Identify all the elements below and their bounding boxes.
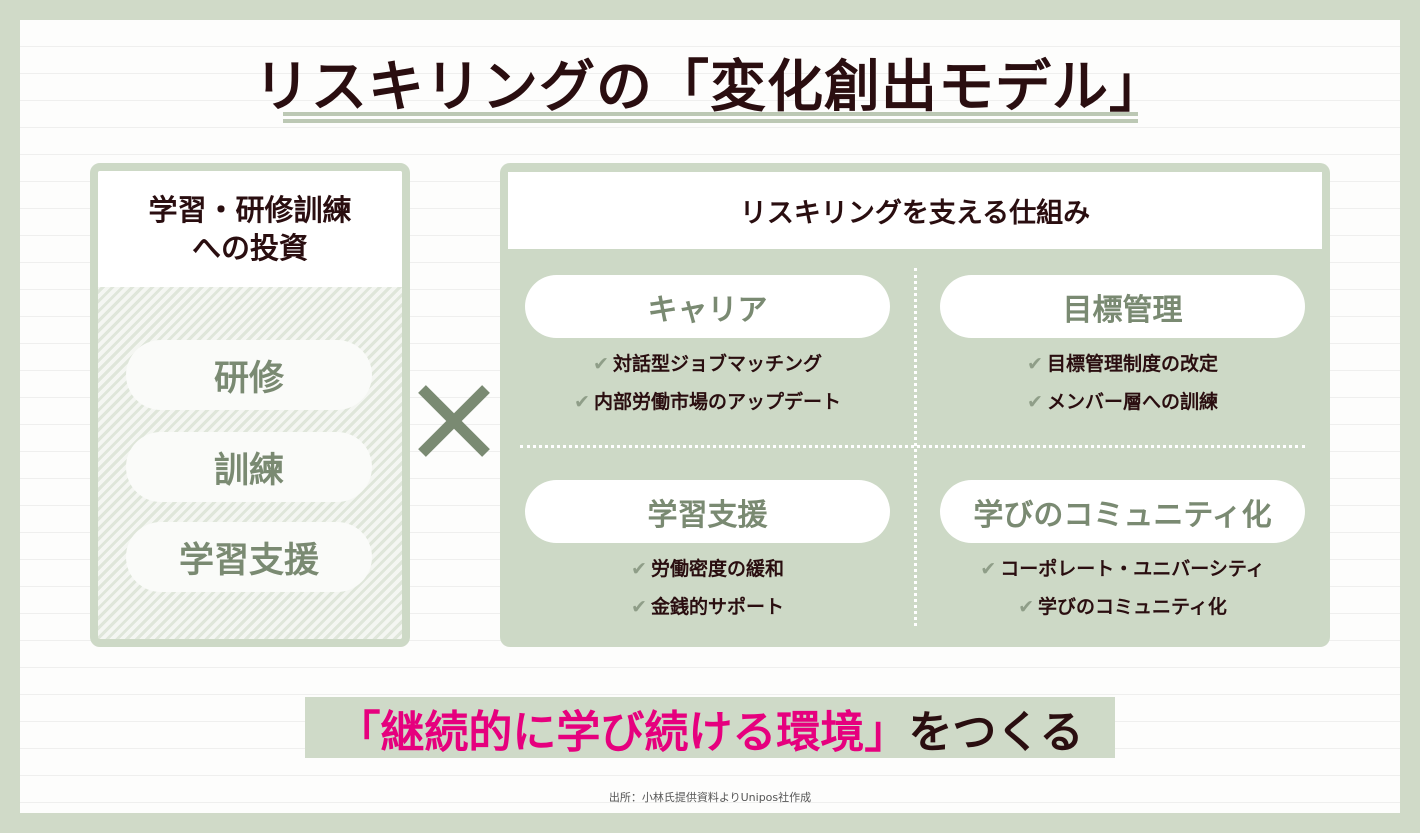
banner-highlight: 「継続的に学び続ける環境」 bbox=[336, 706, 909, 758]
quadrant-label: 学びのコミュニティ化 bbox=[940, 480, 1305, 543]
multiply-icon bbox=[418, 385, 490, 457]
list-item: ✔労働密度の緩和 bbox=[525, 550, 890, 588]
list-item: ✔対話型ジョブマッチング bbox=[525, 345, 890, 383]
source-note: 出所：小林氏提供資料よりUnipos社作成 bbox=[608, 791, 812, 804]
quadrant-label: 目標管理 bbox=[940, 275, 1305, 338]
item-text: 学びのコミュニティ化 bbox=[1038, 596, 1227, 618]
quadrant-items: ✔コーポレート・ユニバーシティ ✔学びのコミュニティ化 bbox=[940, 550, 1305, 626]
quadrant-items: ✔労働密度の緩和 ✔金銭的サポート bbox=[525, 550, 890, 626]
quadrant-items: ✔目標管理制度の改定 ✔メンバー層への訓練 bbox=[940, 345, 1305, 421]
title-underline bbox=[283, 112, 1138, 116]
investment-item: 訓練 bbox=[126, 432, 372, 502]
item-text: 内部労働市場のアップデート bbox=[593, 391, 841, 413]
heading-line: への投資 bbox=[191, 231, 308, 265]
conclusion-banner: 「継続的に学び続ける環境」をつくる bbox=[305, 697, 1115, 758]
title-underline bbox=[283, 119, 1138, 123]
list-item: ✔金銭的サポート bbox=[525, 588, 890, 626]
list-item: ✔内部労働市場のアップデート bbox=[525, 383, 890, 421]
check-icon: ✔ bbox=[1027, 391, 1043, 413]
check-icon: ✔ bbox=[574, 391, 590, 413]
investment-item: 研修 bbox=[126, 340, 372, 410]
item-text: 金銭的サポート bbox=[650, 596, 784, 618]
banner-rest: をつくる bbox=[908, 706, 1084, 758]
item-text: コーポレート・ユニバーシティ bbox=[1000, 558, 1265, 580]
item-text: 目標管理制度の改定 bbox=[1046, 353, 1218, 375]
quadrant-label: 学習支援 bbox=[525, 480, 890, 543]
list-item: ✔学びのコミュニティ化 bbox=[940, 588, 1305, 626]
support-heading: リスキリングを支える仕組み bbox=[508, 172, 1322, 249]
support-box: リスキリングを支える仕組み キャリア ✔対話型ジョブマッチング ✔内部労働市場の… bbox=[500, 163, 1330, 647]
divider bbox=[520, 445, 1305, 448]
check-icon: ✔ bbox=[593, 353, 609, 375]
check-icon: ✔ bbox=[1027, 353, 1043, 375]
list-item: ✔コーポレート・ユニバーシティ bbox=[940, 550, 1305, 588]
page-title: リスキリングの「変化創出モデル」 bbox=[254, 55, 1166, 120]
check-icon: ✔ bbox=[631, 558, 647, 580]
check-icon: ✔ bbox=[1018, 596, 1035, 618]
heading-line: 学習・研修訓練 bbox=[148, 193, 352, 227]
quadrant-label: キャリア bbox=[525, 275, 890, 338]
list-item: ✔目標管理制度の改定 bbox=[940, 345, 1305, 383]
investment-item: 学習支援 bbox=[126, 522, 372, 592]
investment-heading: 学習・研修訓練への投資 bbox=[98, 171, 402, 287]
investment-box: 学習・研修訓練への投資 研修 訓練 学習支援 bbox=[90, 163, 410, 647]
quadrant-items: ✔対話型ジョブマッチング ✔内部労働市場のアップデート bbox=[525, 345, 890, 421]
item-text: 対話型ジョブマッチング bbox=[612, 353, 822, 375]
item-text: 労働密度の緩和 bbox=[650, 558, 784, 580]
list-item: ✔メンバー層への訓練 bbox=[940, 383, 1305, 421]
item-text: メンバー層への訓練 bbox=[1046, 391, 1218, 413]
check-icon: ✔ bbox=[980, 558, 997, 580]
check-icon: ✔ bbox=[631, 596, 647, 618]
